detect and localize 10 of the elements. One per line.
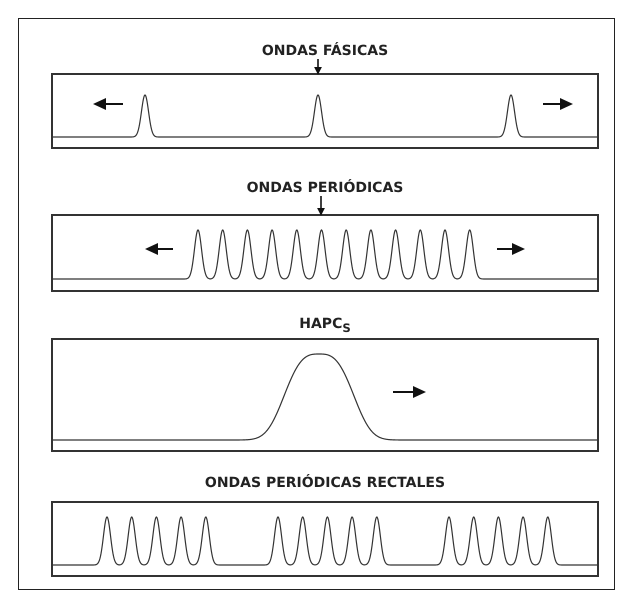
waveform-panel (51, 338, 599, 452)
pointer-arrow (317, 196, 325, 216)
waveform-panel (51, 214, 599, 292)
waveform-panel (51, 501, 599, 577)
panel-title: ONDAS FÁSICAS (262, 43, 388, 59)
panel-title: ONDAS PERIÓDICAS (246, 180, 404, 196)
panel-title: HAPC$_{S}$ (299, 316, 351, 335)
pointer-arrow (314, 59, 322, 75)
waveform-panel (51, 73, 599, 149)
panel-title: ONDAS PERIÓDICAS RECTALES (204, 475, 446, 491)
